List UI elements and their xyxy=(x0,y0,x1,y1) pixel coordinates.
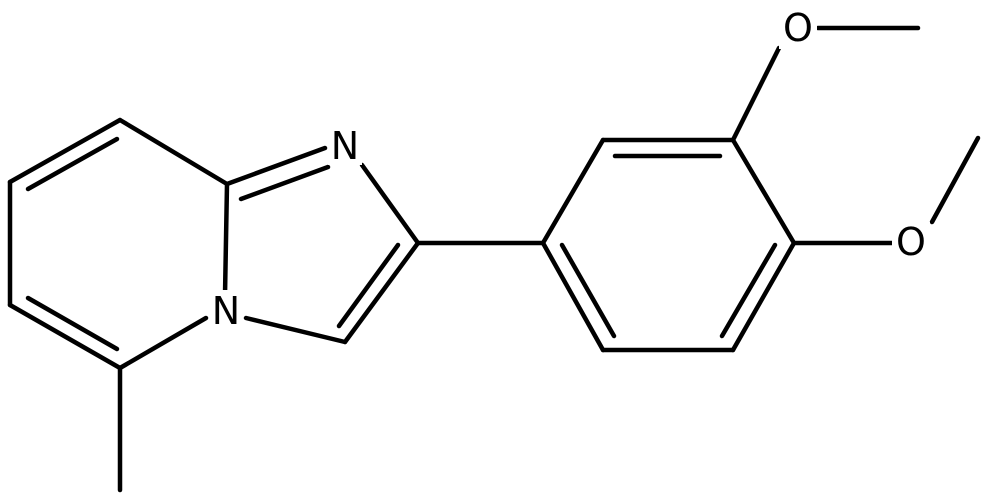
atom-n-bridgehead: N xyxy=(209,289,243,333)
bond xyxy=(342,240,421,345)
bond xyxy=(222,181,230,298)
bond xyxy=(540,240,606,353)
atom-label-o: O xyxy=(896,220,926,264)
bond xyxy=(929,135,981,225)
bond xyxy=(7,302,123,371)
bond xyxy=(719,242,778,339)
bond xyxy=(559,242,617,339)
atom-n-imidazole: N xyxy=(328,124,362,168)
bond xyxy=(117,117,230,187)
atom-label-o: O xyxy=(783,6,813,50)
bond xyxy=(117,315,209,371)
bond-lines xyxy=(7,25,981,493)
bond xyxy=(359,162,421,246)
bond xyxy=(243,315,348,345)
bond xyxy=(730,45,782,143)
atom-o-methoxy-right: O xyxy=(892,220,930,264)
atom-label-n: N xyxy=(331,124,359,168)
bond xyxy=(25,136,120,192)
bond xyxy=(730,137,797,246)
bond xyxy=(224,145,328,187)
atom-o-methoxy-top: O xyxy=(779,6,817,50)
bond xyxy=(7,117,123,185)
bond xyxy=(730,240,797,353)
bond xyxy=(25,295,120,352)
bond xyxy=(238,164,331,202)
bond xyxy=(540,137,606,246)
atom-labels: N N O O xyxy=(209,6,930,333)
atom-label-n: N xyxy=(212,289,240,333)
bond xyxy=(336,242,401,329)
